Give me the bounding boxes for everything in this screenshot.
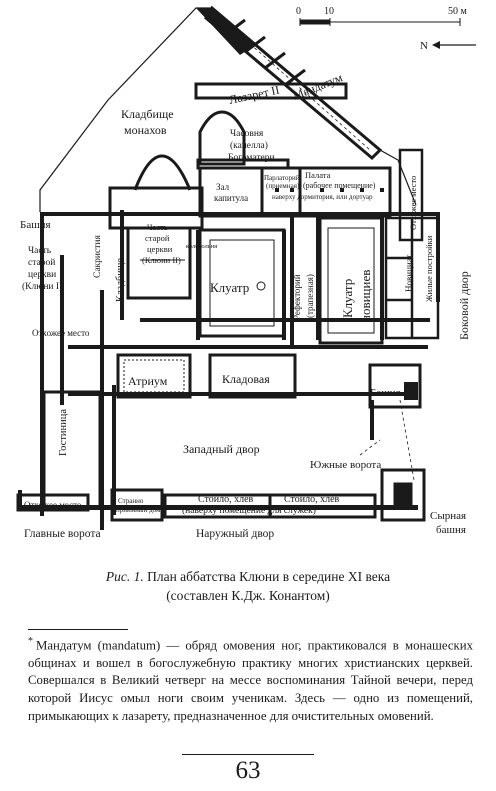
- footnote-mark: *: [28, 636, 33, 647]
- atrium-block: [116, 353, 297, 399]
- label-chapel-3: Богоматери: [228, 153, 275, 163]
- figure-title: План аббатства Клюни в середине XI века: [147, 569, 391, 584]
- label-privy-bottom: Отхожее место: [24, 500, 82, 510]
- walls: [18, 210, 440, 530]
- tower-2-block: [368, 363, 422, 409]
- label-cemetery-monks-1: Кладбище: [121, 107, 174, 121]
- label-cemetery-monks-2: монахов: [124, 123, 167, 137]
- label-cheese-1: Сырная: [430, 510, 466, 522]
- label-novice-cloister-2: новициев: [358, 270, 373, 322]
- chapter-dorter-block: [198, 166, 392, 218]
- novice-cloister: [318, 216, 384, 345]
- label-side-yard: Боковой двор: [457, 271, 471, 340]
- label-south-gate: Южные ворота: [310, 459, 381, 471]
- label-old-church-2: старой: [28, 257, 55, 268]
- abbey-plan: 0 10 50 м N: [16, 5, 476, 540]
- label-parlatorium-1: Парлаторий: [264, 174, 300, 182]
- novitiate-lodgings: [384, 216, 440, 340]
- label-sacristy: Сакристия: [93, 235, 103, 278]
- label-west-yard: Западный двор: [183, 442, 260, 456]
- scale-fifty: 50 м: [448, 6, 468, 17]
- label-lodgings: Жилые постройки: [424, 235, 434, 302]
- figure-label: Рис. 1.: [105, 569, 144, 584]
- label-palata-2: (рабочее помещение): [303, 181, 376, 190]
- label-outer-yard: Наружный двор: [196, 528, 274, 540]
- label-palata-1: Палата: [305, 170, 331, 180]
- scale-ten: 10: [324, 6, 334, 17]
- cheese-tower: [380, 468, 426, 522]
- label-cemetery: Кладбище: [115, 258, 126, 302]
- label-zal-2: капитула: [214, 193, 248, 203]
- label-zal-1: Зал: [216, 182, 230, 192]
- label-guesthouse: Гостиница: [58, 409, 69, 456]
- label-inner-old-1: Часть: [147, 222, 168, 232]
- label-privy-right: Отхожее место: [408, 176, 418, 230]
- guesthouse-block: [42, 390, 102, 509]
- label-lazaret: Лазарет II: [228, 83, 281, 107]
- page-number-rule: [182, 754, 314, 755]
- cloister: [198, 228, 286, 338]
- label-stable-2: Стойло, хлев: [284, 494, 340, 505]
- figure-caption-line1: Рис. 1. План аббатства Клюни в середине …: [0, 567, 496, 586]
- lazaret-building: [194, 5, 383, 161]
- label-parlatorium-2: (приемная): [266, 182, 300, 190]
- scale-zero: 0: [296, 6, 301, 17]
- label-old-church-3: церкви: [28, 270, 56, 280]
- label-refectory-2: (трапезная): [305, 274, 315, 318]
- footnote-text: Мандатум (mandatum) — обряд омовения ног…: [28, 638, 473, 723]
- north-label: N: [420, 40, 428, 52]
- label-pantry: Кладовая: [222, 372, 270, 386]
- footnote-rule: [28, 629, 128, 630]
- label-inner-old-2: старой: [145, 233, 170, 243]
- footnote: *Мандатум (mandatum) — обряд омовения но…: [28, 633, 473, 725]
- label-old-church-1: Часть: [28, 246, 52, 256]
- label-privy-left: Отхожее место: [32, 328, 90, 338]
- scale-bar: [299, 18, 461, 26]
- label-chapel-1: Часовня: [230, 129, 264, 139]
- caption-prefix: (составлен: [166, 588, 232, 603]
- label-palata-3: наверху дормитория, или дортуар: [272, 193, 373, 201]
- stable-blocks: [16, 488, 377, 522]
- label-atrium: Атриум: [128, 374, 168, 388]
- label-inner-old-4: (Клюни II): [142, 255, 181, 265]
- caption-author: К.Дж. Конантом: [231, 588, 326, 603]
- figure-caption-line2: (составлен К.Дж. Конантом): [0, 586, 496, 605]
- label-clocher: колокольня: [186, 243, 217, 250]
- label-stable-3: (наверху помещение для служек): [182, 505, 316, 516]
- label-stable-1: Стойло, хлев: [198, 494, 254, 505]
- label-refectory-1: Рефекторий: [292, 274, 302, 320]
- label-chapel-2: (капелла): [230, 140, 268, 151]
- label-cloister: Клуатр: [210, 280, 249, 295]
- label-novitiate: Новициат: [404, 255, 414, 292]
- label-strange-2: приимный дом: [116, 506, 161, 514]
- label-tower: Башня: [20, 219, 51, 231]
- label-cheese-2: башня: [436, 524, 466, 536]
- label-old-church-4: (Клюни I): [22, 281, 62, 292]
- label-main-gate: Главные ворота: [24, 528, 101, 540]
- label-strange-1: Странно: [118, 497, 144, 505]
- church: [108, 154, 204, 300]
- dashed-paths: [359, 399, 415, 481]
- label-tower-2: Башня: [370, 387, 401, 399]
- north-arrow-icon: [432, 41, 476, 49]
- caption-suffix: ): [325, 588, 330, 603]
- page-number: 63: [235, 757, 261, 784]
- label-novice-cloister-1: Клуатр: [340, 279, 355, 318]
- label-inner-old-3: церкви: [147, 244, 173, 254]
